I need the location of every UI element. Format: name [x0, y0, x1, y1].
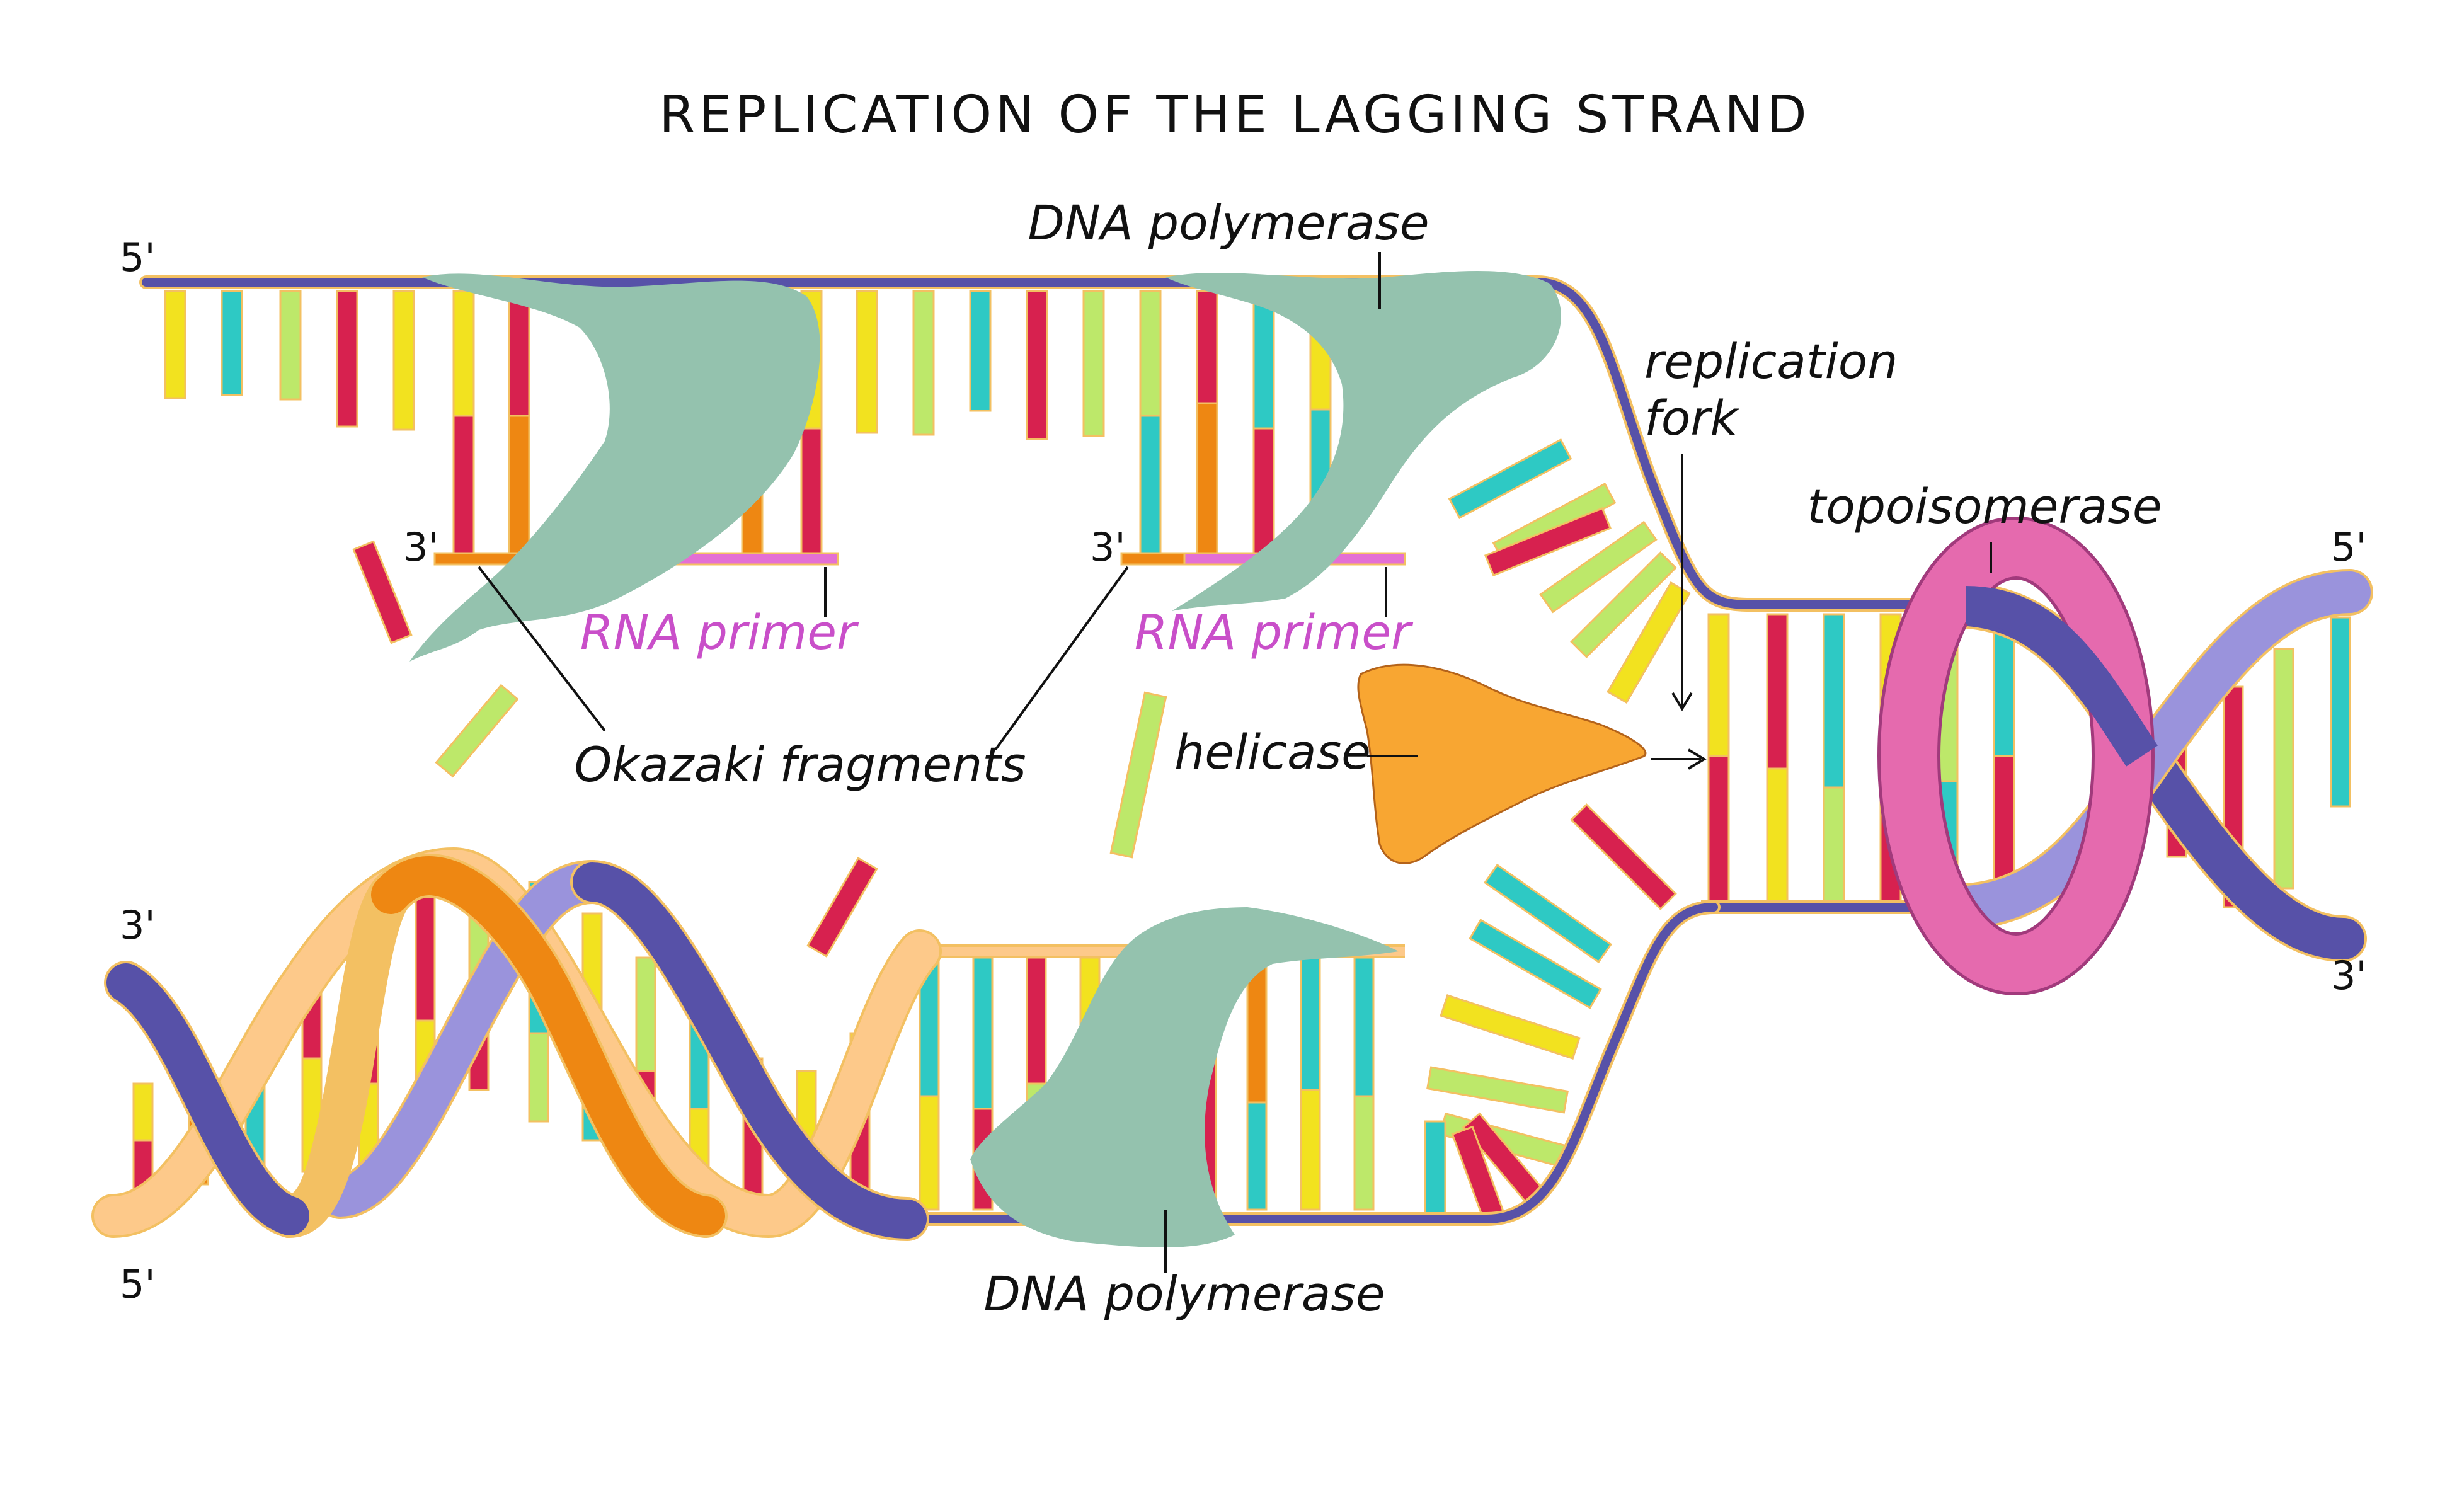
dna-polymerase-icon — [970, 907, 1399, 1247]
end-label-primer2-3: 3' — [1090, 524, 1126, 570]
label-helicase: helicase — [1174, 724, 1371, 780]
end-label-right-5: 5' — [2331, 524, 2367, 570]
end-label-bottom-left-5: 5' — [120, 1261, 156, 1307]
end-label-top-left-5: 5' — [120, 234, 156, 280]
label-rna-primer-2: RNA primer — [1135, 604, 1414, 660]
diagram-title: REPLICATION OF THE LAGGING STRAND — [659, 85, 1811, 145]
free-nucleotides — [352, 438, 1691, 1225]
parental-duplex — [1701, 569, 2373, 962]
end-label-bottom-left-3: 3' — [120, 902, 156, 948]
helicase-icon — [1357, 663, 1647, 864]
topoisomerase-icon — [1877, 517, 2158, 995]
label-dna-polymerase-top: DNA polymerase — [1028, 195, 1429, 251]
label-rna-primer-1: RNA primer — [580, 604, 859, 660]
label-replication-fork: replication fork — [1644, 333, 1913, 446]
end-label-right-3: 3' — [2331, 953, 2367, 999]
leader-lines — [478, 252, 1992, 1273]
end-label-primer1-3: 3' — [403, 524, 439, 570]
label-replication-fork-line2: fork — [1644, 390, 1740, 446]
label-okazaki-fragments: Okazaki fragments — [574, 736, 1026, 793]
daughter-helix — [91, 847, 942, 1241]
top-strand-bases — [164, 290, 1332, 563]
dna-polymerase-icon — [410, 273, 820, 662]
dna-polymerase-icon — [1166, 271, 1561, 611]
top-parent-strand — [139, 275, 1960, 612]
label-topoisomerase: topoisomerase — [1807, 478, 2162, 534]
label-dna-polymerase-bottom: DNA polymerase — [983, 1266, 1385, 1322]
label-replication-fork-line1: replication — [1644, 333, 1898, 389]
